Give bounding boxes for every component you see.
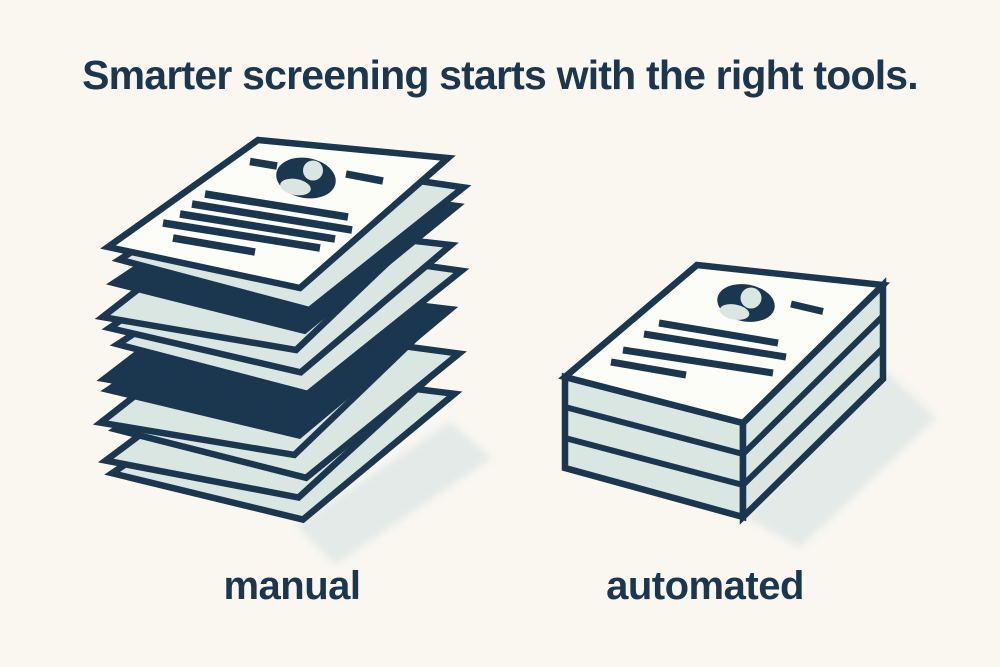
- label-manual: manual: [223, 564, 361, 608]
- avatar-icon: [276, 157, 336, 199]
- automated-stack-figure: [558, 261, 936, 548]
- manual-stack-shadow: [296, 422, 492, 565]
- avatar-shoulders: [719, 304, 750, 320]
- resume-header-dashes: [249, 157, 384, 185]
- stack-layer-dividers: [564, 313, 886, 488]
- automated-stack-shadow: [745, 370, 936, 548]
- avatar-head: [303, 160, 323, 181]
- avatar-icon: [717, 284, 775, 322]
- resume-header-dashes: [790, 300, 824, 315]
- manual-stack-figure: [96, 140, 492, 565]
- resume-text-lines: [162, 190, 353, 256]
- avatar-head: [740, 287, 762, 309]
- resume-text-lines: [610, 319, 787, 379]
- label-automated: automated: [606, 564, 804, 608]
- avatar-shoulders: [280, 178, 311, 196]
- page-title: Smarter screening starts with the right …: [82, 52, 919, 98]
